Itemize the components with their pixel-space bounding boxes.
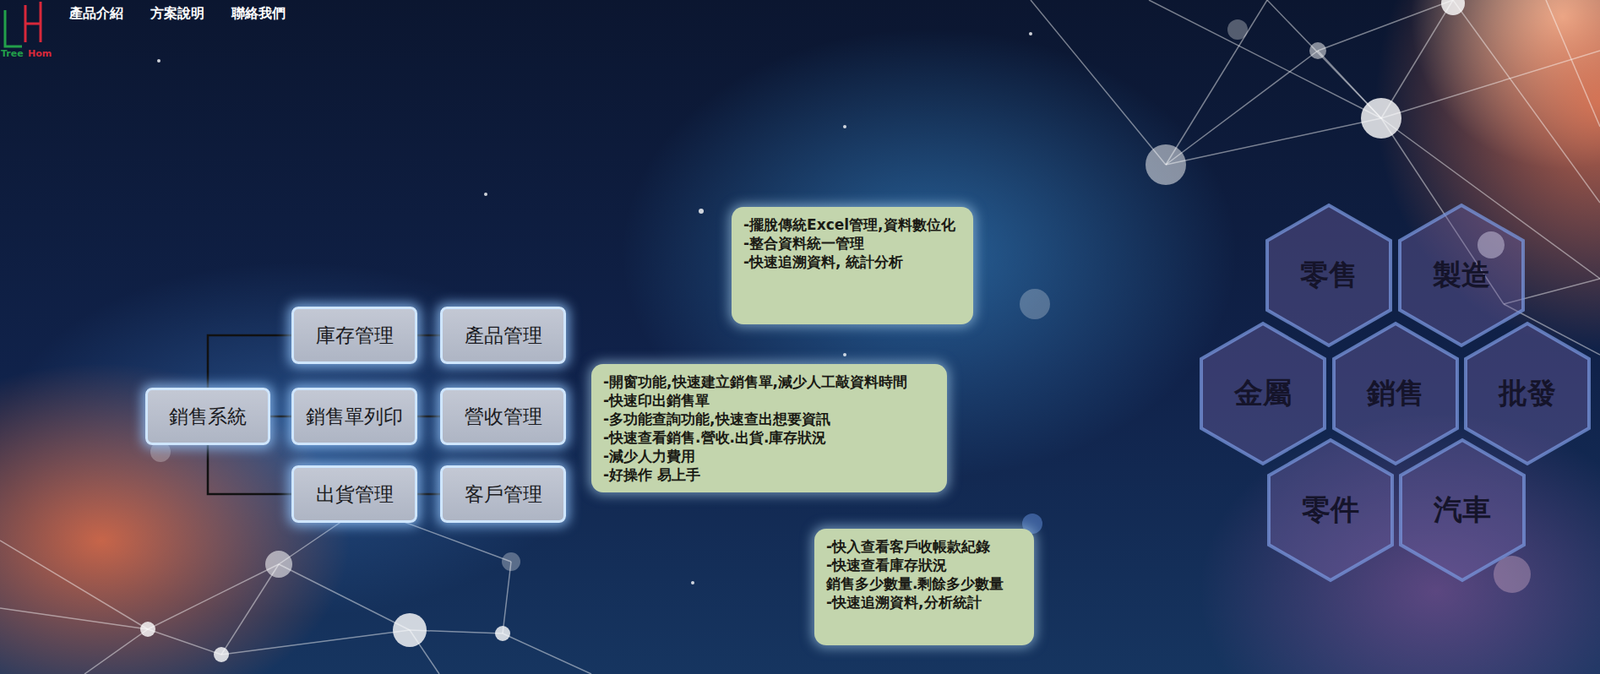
note-line: -快速印出銷售單 — [603, 391, 936, 410]
note-line: -整合資料統一管理 — [743, 234, 962, 253]
node-label: 製造 — [1432, 255, 1491, 295]
node-label: 產品管理 — [464, 322, 543, 349]
process-box: 客戶管理 — [440, 465, 566, 523]
process-box: 出貨管理 — [291, 465, 418, 523]
node-label: 零售 — [1300, 255, 1358, 295]
note-line: -多功能查詢功能,快速查出想要資訊 — [603, 409, 936, 429]
node-label: 銷售 — [1366, 374, 1425, 414]
node-label: 汽車 — [1433, 490, 1492, 530]
process-box: 銷售系統 — [145, 387, 271, 446]
industry-hexagon: 零售 — [1265, 203, 1393, 348]
node-label: 出貨管理 — [315, 481, 394, 508]
node-label: 批發 — [1498, 374, 1557, 414]
industry-hexagon: 金屬 — [1199, 321, 1327, 466]
logo-text: Tree — [0, 48, 24, 60]
node-label: 零件 — [1301, 490, 1360, 530]
text-group: 零件 — [1301, 490, 1360, 530]
note-line: -快速查看銷售.營收.出貨.庫存狀況 — [603, 428, 936, 447]
process-box: 銷售單列印 — [291, 387, 418, 446]
text-group: 產品管理 — [464, 322, 543, 349]
text-group: 批發 — [1498, 374, 1557, 414]
note-line: -快速追溯資料,分析統計 — [826, 593, 1023, 612]
note-line: -擺脫傳統Excel管理,資料數位化 — [743, 215, 962, 235]
text-group: 庫存管理 — [315, 322, 394, 349]
process-box: 庫存管理 — [291, 306, 418, 365]
note-line: 銷售多少數量.剩餘多少數量 — [826, 574, 1023, 594]
process-box: 營收管理 — [440, 387, 566, 446]
hexagon-outline — [1400, 440, 1524, 581]
text-group: 銷售 — [1366, 374, 1425, 414]
node-label: 銷售系統 — [168, 403, 247, 430]
text-group: -開窗功能,快速建立銷售單,減少人工敲資料時間-快速印出銷售單-多功能查詢功能,… — [603, 372, 936, 485]
note-line: -快速查看庫存狀況 — [826, 555, 1023, 575]
text-group: 客戶管理 — [464, 481, 543, 508]
node-label: 客戶管理 — [464, 481, 543, 508]
nav-link: 聯絡我們 — [231, 5, 286, 23]
tree-connector — [417, 493, 441, 496]
nav-link: 方案說明 — [150, 5, 205, 23]
hexagon-outline — [1268, 440, 1393, 581]
text-group: 出貨管理 — [315, 481, 394, 508]
nav-link: 產品介紹 — [69, 5, 124, 23]
hexagon-outline — [1333, 323, 1458, 464]
text-group: 汽車 — [1433, 490, 1492, 530]
hexagon-outline — [1465, 323, 1590, 464]
industry-hexagon: 汽車 — [1398, 438, 1526, 583]
note-box: -快入查看客戶收帳款紀錄-快速查看庫存狀況銷售多少數量.剩餘多少數量-快速追溯資… — [814, 528, 1035, 646]
text-group: 金屬 — [1234, 374, 1292, 414]
industry-hexagon: 銷售 — [1332, 321, 1459, 466]
note-line: -好操作 易上手 — [603, 465, 936, 485]
logo-mark — [5, 1, 41, 47]
text-group: 零售 — [1300, 255, 1358, 295]
hexagon-outline — [1201, 323, 1325, 464]
note-line: -快速追溯資料, 統計分析 — [743, 252, 962, 272]
tree-connector — [207, 335, 292, 388]
note-line: -開窗功能,快速建立銷售單,減少人工敲資料時間 — [603, 372, 936, 392]
text-group: 製造 — [1432, 255, 1491, 295]
logo-text: Hom — [27, 48, 52, 60]
note-line: -快入查看客戶收帳款紀錄 — [826, 537, 1023, 556]
industry-hexagon: 零件 — [1267, 438, 1394, 583]
text-group: 銷售單列印 — [305, 403, 403, 430]
note-box: -開窗功能,快速建立銷售單,減少人工敲資料時間-快速印出銷售單-多功能查詢功能,… — [591, 364, 947, 493]
network-dots — [140, 0, 1531, 663]
node-label: 庫存管理 — [315, 322, 394, 349]
text-group: -快入查看客戶收帳款紀錄-快速查看庫存狀況銷售多少數量.剩餘多少數量-快速追溯資… — [826, 537, 1023, 612]
note-box: -擺脫傳統Excel管理,資料數位化-整合資料統一管理-快速追溯資料, 統計分析 — [731, 206, 974, 325]
hexagon-outline — [1399, 205, 1524, 346]
text-group: -擺脫傳統Excel管理,資料數位化-整合資料統一管理-快速追溯資料, 統計分析 — [743, 215, 962, 272]
node-label: 營收管理 — [464, 403, 543, 430]
text-group: 銷售系統 — [168, 403, 247, 430]
tree-connector — [417, 415, 441, 419]
tree-connector — [207, 445, 292, 495]
industry-hexagon: 批發 — [1463, 321, 1591, 466]
note-line: -減少人力費用 — [603, 446, 936, 466]
industry-hexagon: 製造 — [1398, 203, 1525, 348]
node-label: 金屬 — [1234, 374, 1292, 414]
tree-connector — [417, 334, 441, 338]
hexagon-outline — [1267, 205, 1391, 346]
tree-connector — [270, 415, 292, 419]
process-box: 產品管理 — [440, 306, 566, 365]
node-label: 銷售單列印 — [305, 403, 403, 430]
text-group: 營收管理 — [464, 403, 543, 430]
